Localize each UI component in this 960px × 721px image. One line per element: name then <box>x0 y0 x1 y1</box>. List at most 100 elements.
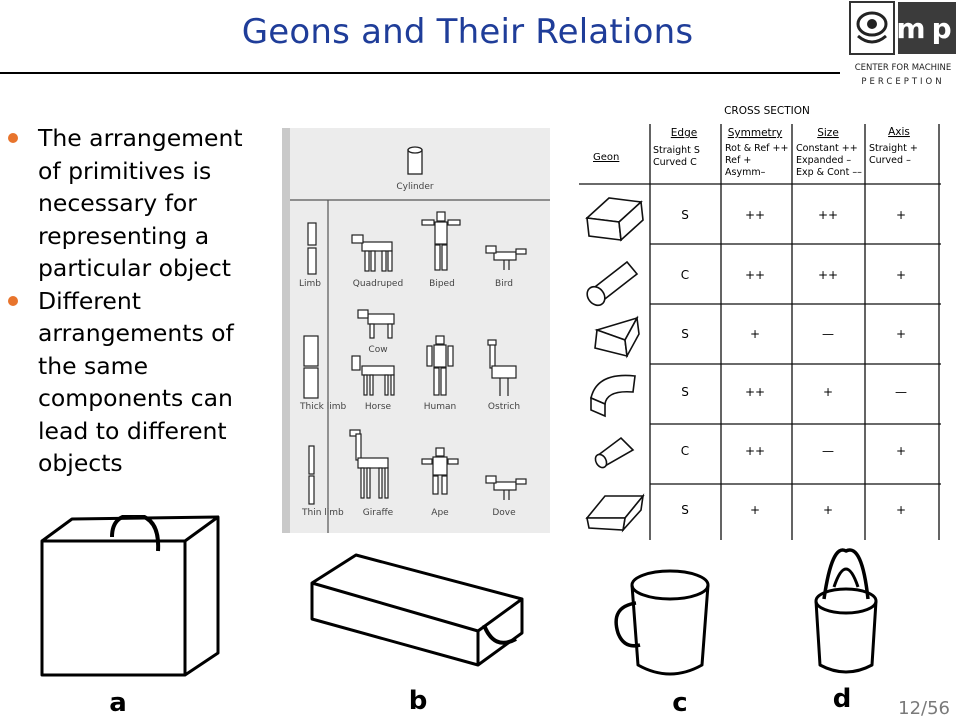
limb-icon <box>307 222 317 275</box>
table-cell: ++ <box>745 385 765 399</box>
briefcase-flat-icon <box>310 553 524 667</box>
table-cell: ++ <box>745 208 765 222</box>
table-cell: + <box>896 327 906 341</box>
table-cell: S <box>681 503 689 517</box>
table-cell: + <box>896 268 906 282</box>
geon-objects-figure: Cylinder Limb Quadruped Biped Bird Cow T… <box>282 128 550 533</box>
table-cell: + <box>896 503 906 517</box>
label-thin-limb: Thin limb <box>301 508 344 518</box>
cow-icon <box>357 309 395 339</box>
table-cell: S <box>681 327 689 341</box>
col-desc: Expanded – <box>796 155 851 166</box>
label-horse: Horse <box>365 402 392 412</box>
table-cell: — <box>822 327 834 341</box>
col-desc: Straight + <box>869 143 918 154</box>
row-header: Geon <box>593 152 619 163</box>
label-biped: Biped <box>429 279 455 289</box>
logo-letters: mp <box>896 12 957 45</box>
giraffe-icon <box>349 429 389 499</box>
table-cell: + <box>750 503 760 517</box>
eye-icon <box>856 11 888 44</box>
ape-icon <box>421 447 459 495</box>
table-cell: ++ <box>818 268 838 282</box>
cylinder-icon <box>407 146 423 175</box>
bullet-text: Different arrangements of the same compo… <box>38 286 234 478</box>
table-cell: ++ <box>745 444 765 458</box>
col-desc: Curved C <box>653 157 697 168</box>
label-bird: Bird <box>495 279 513 289</box>
geon-cone-icon <box>594 436 635 469</box>
figure-label-a: a <box>109 688 127 718</box>
logo-line1: CENTER FOR MACHINE <box>855 63 952 73</box>
horse-icon <box>351 355 395 396</box>
quadruped-icon <box>351 234 393 272</box>
table-grid <box>579 124 941 540</box>
slide-title: Geons and Their Relations <box>241 12 694 52</box>
bullet-item: Different arrangements of the same compo… <box>8 285 270 480</box>
arrangement-figures: a b c d <box>40 515 878 718</box>
col-desc: Straight S <box>653 145 700 156</box>
label-thick-limb: Thick limb <box>299 402 346 412</box>
figure-label-c: c <box>672 688 687 718</box>
figure-label-b: b <box>409 686 428 716</box>
bullet-text: The arrangement of primitives is necessa… <box>38 124 243 282</box>
geon-cylinder-icon <box>586 260 639 307</box>
table-cell: + <box>750 327 760 341</box>
col-desc: Ref + <box>725 155 751 166</box>
bullet-dot-icon <box>8 295 18 306</box>
geon-brick-icon <box>585 197 644 242</box>
col-desc: Rot & Ref ++ <box>725 143 788 154</box>
bullet-list: The arrangement of primitives is necessa… <box>8 122 270 480</box>
geon-curved-tube-icon <box>590 374 636 418</box>
mug-icon <box>614 569 710 676</box>
col-header-symmetry: Symmetry <box>728 127 782 139</box>
ostrich-icon <box>487 339 517 396</box>
col-header-axis: Axis <box>888 126 910 138</box>
label-quadruped: Quadruped <box>353 279 403 289</box>
page-number: 12/56 <box>898 698 950 719</box>
bullet-dot-icon <box>8 133 18 143</box>
table-cell: C <box>681 268 689 282</box>
table-cell: + <box>823 385 833 399</box>
col-header-size: Size <box>817 127 839 139</box>
label-human: Human <box>424 402 456 412</box>
label-cylinder: Cylinder <box>396 182 434 192</box>
col-header-edge: Edge <box>671 127 697 139</box>
table-cell: ++ <box>818 208 838 222</box>
figure-label-d: d <box>833 684 852 714</box>
table-cell: S <box>681 385 689 399</box>
label-giraffe: Giraffe <box>363 508 394 518</box>
table-cell: — <box>822 444 834 458</box>
label-cow: Cow <box>368 345 387 355</box>
title-divider <box>0 72 840 74</box>
geon-wedge-icon <box>594 315 640 359</box>
bucket-icon <box>814 548 878 674</box>
bird-icon <box>485 245 527 270</box>
table-cell: C <box>681 444 689 458</box>
table-cell: + <box>896 208 906 222</box>
table-cell: — <box>895 385 907 399</box>
table-cell: + <box>823 503 833 517</box>
cmp-logo: mp CENTER FOR MACHINE PERCEPTION <box>849 1 957 87</box>
bullet-item: The arrangement of primitives is necessa… <box>8 122 270 285</box>
geon-table: CROSS SECTION Geon Edge Straight S Curve… <box>579 105 941 540</box>
label-ostrich: Ostrich <box>488 402 520 412</box>
dove-icon <box>485 475 527 500</box>
col-desc: Asymm– <box>725 167 766 178</box>
col-desc: Curved – <box>869 155 911 166</box>
col-desc: Constant ++ <box>796 143 858 154</box>
col-desc: Exp & Cont –– <box>796 167 862 178</box>
geon-parallelepiped-icon <box>585 493 645 533</box>
logo-line2: PERCEPTION <box>861 77 944 87</box>
briefcase-upright-icon <box>40 515 220 677</box>
human-icon <box>426 335 454 396</box>
table-title: CROSS SECTION <box>724 105 810 117</box>
biped-icon <box>421 211 461 271</box>
thin-limb-icon <box>308 445 315 505</box>
label-ape: Ape <box>431 508 449 518</box>
table-cell: + <box>896 444 906 458</box>
thick-limb-icon <box>303 335 319 399</box>
label-limb: Limb <box>299 279 321 289</box>
table-cell: S <box>681 208 689 222</box>
table-cell: ++ <box>745 268 765 282</box>
